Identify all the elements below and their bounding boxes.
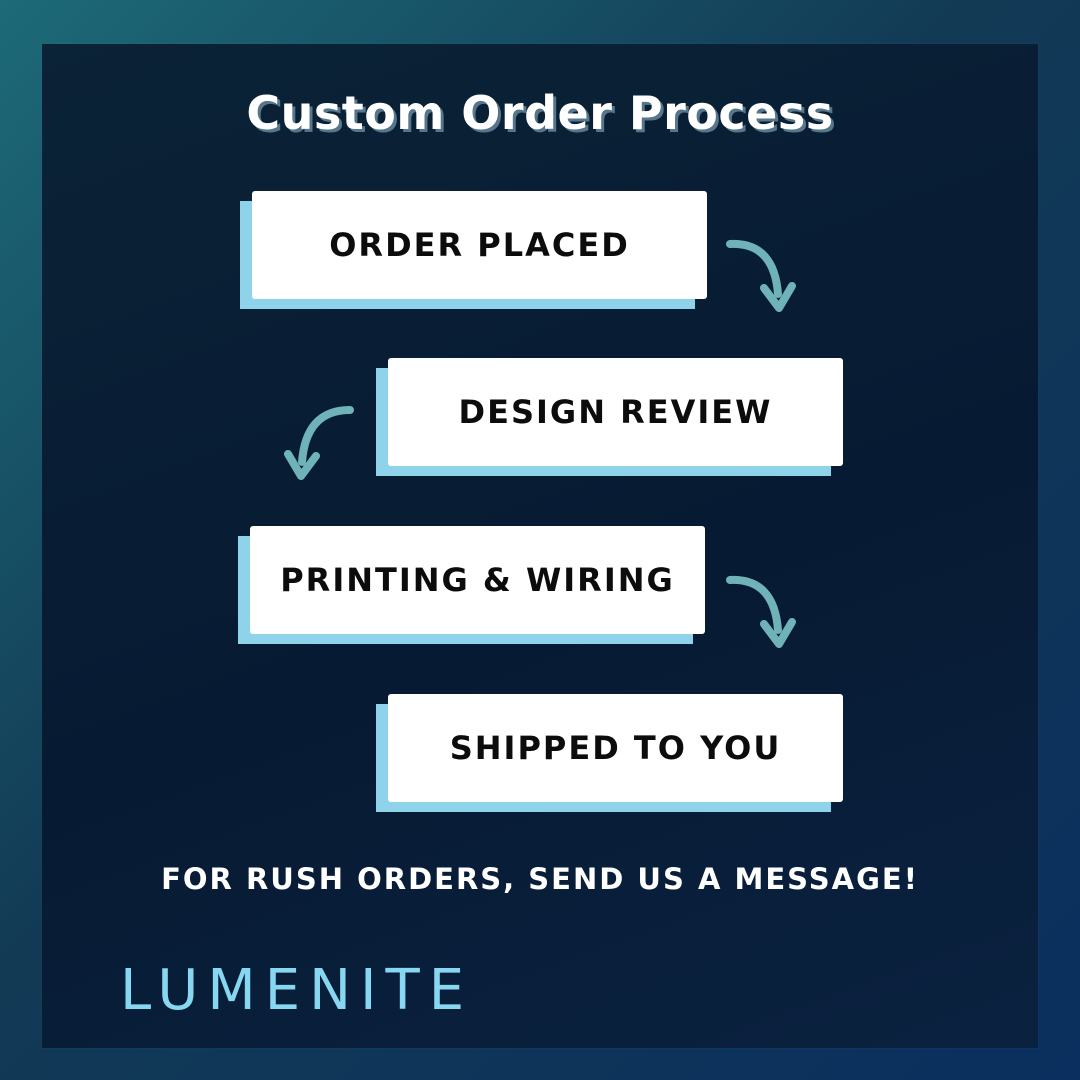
step-label: ORDER PLACED: [329, 226, 630, 264]
step-card: SHIPPED TO YOU: [388, 694, 843, 802]
rush-order-note: FOR RUSH ORDERS, SEND US A MESSAGE!: [161, 862, 919, 896]
step-card: PRINTING & WIRING: [250, 526, 705, 634]
step-design-review: DESIGN REVIEW: [376, 358, 843, 476]
step-card: DESIGN REVIEW: [388, 358, 843, 466]
curved-arrow-right-down-icon: [726, 239, 796, 312]
step-printing-wiring: PRINTING & WIRING: [238, 526, 705, 644]
brand-logo: LUMENITE: [120, 958, 474, 1023]
step-order-placed: ORDER PLACED: [240, 191, 707, 309]
curved-arrow-right-down-icon: [726, 575, 796, 648]
curved-arrow-left-down-icon: [284, 406, 354, 480]
page-title: Custom Order Process: [246, 86, 834, 140]
step-shipped-to-you: SHIPPED TO YOU: [376, 694, 843, 812]
step-card: ORDER PLACED: [252, 191, 707, 299]
step-label: SHIPPED TO YOU: [449, 729, 782, 767]
step-label: DESIGN REVIEW: [458, 393, 773, 431]
step-label: PRINTING & WIRING: [280, 561, 675, 599]
